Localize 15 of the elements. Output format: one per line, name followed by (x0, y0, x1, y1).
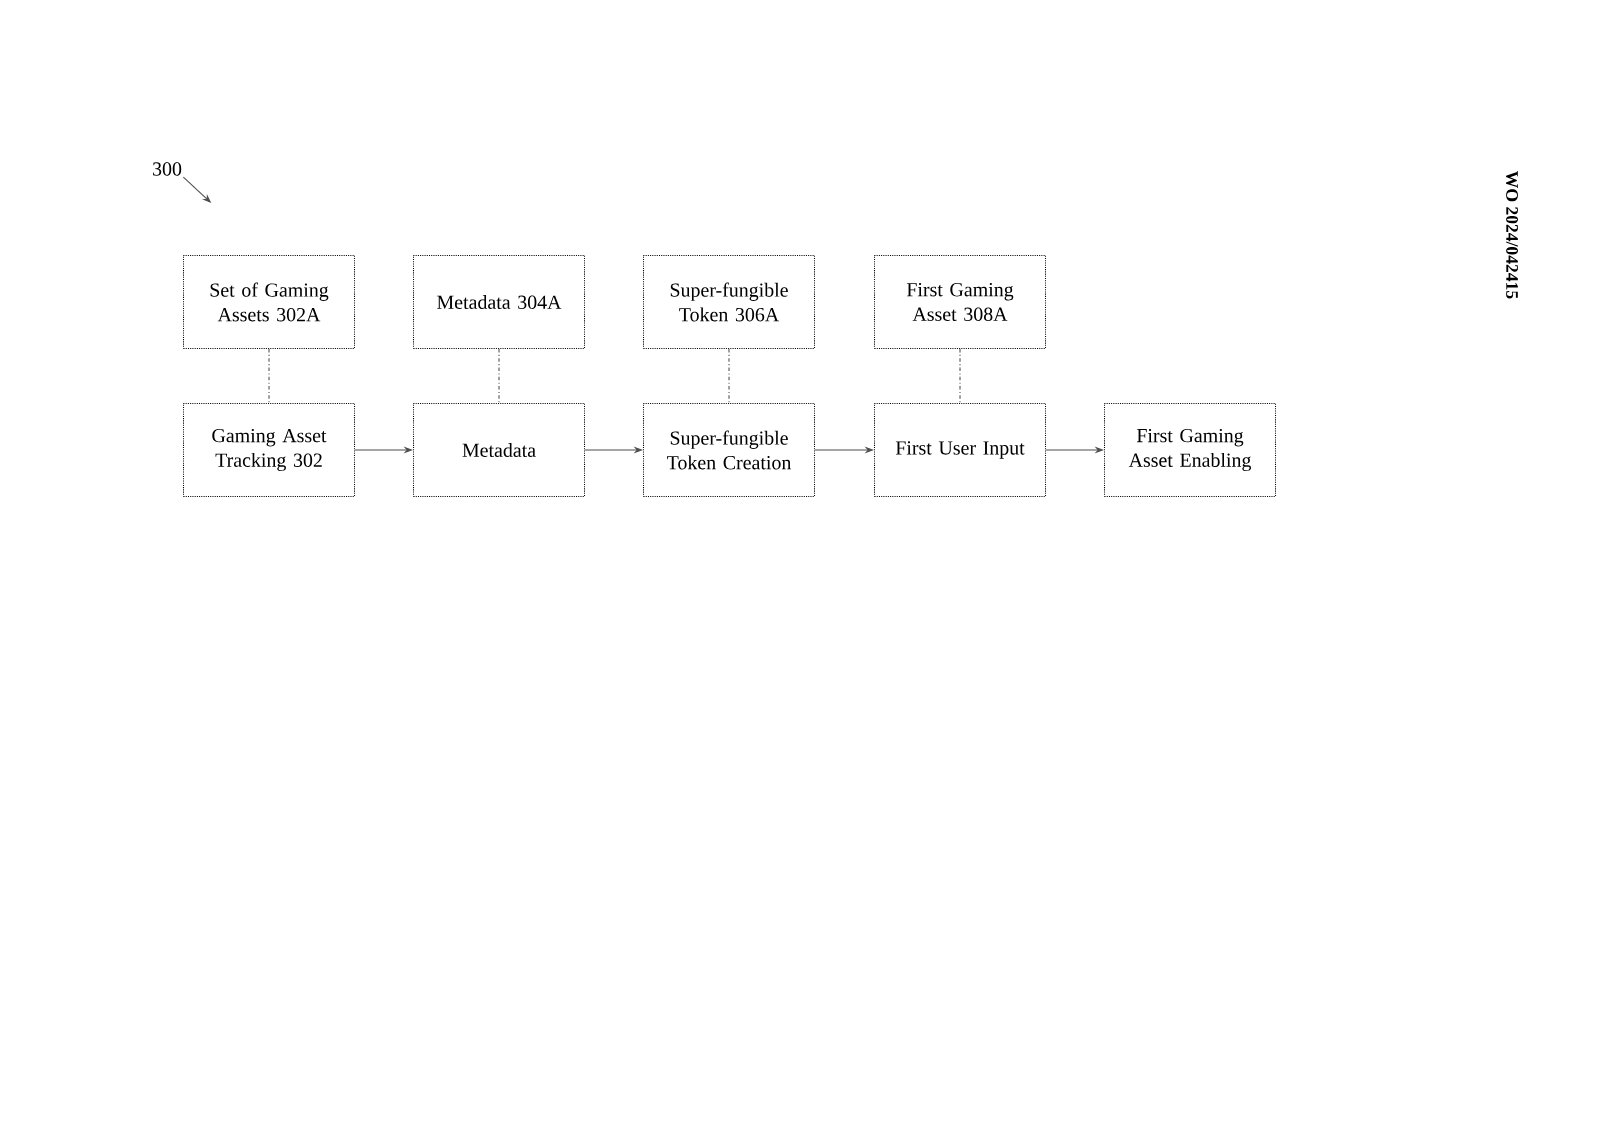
connector-line (959, 348, 961, 404)
connector-line (728, 348, 730, 404)
connector-line (498, 348, 500, 404)
process-box: Metadata 304A (413, 254, 586, 349)
process-box: Super-fungible Token Creation (643, 402, 816, 497)
process-box: First Gaming Asset 308A (874, 254, 1047, 349)
process-box: Metadata (413, 402, 586, 497)
process-box: Gaming Asset Tracking 302 (183, 402, 356, 497)
process-box: First Gaming Asset Enabling (1104, 402, 1277, 497)
process-box: First User Input (874, 402, 1047, 497)
process-box: Set of Gaming Assets 302A (183, 254, 356, 349)
reference-number: 300 (153, 162, 182, 176)
connector-line (268, 348, 270, 404)
publication-number: WO 2024/042415 (1506, 171, 1518, 299)
process-box: Super-fungible Token 306A (643, 254, 816, 349)
